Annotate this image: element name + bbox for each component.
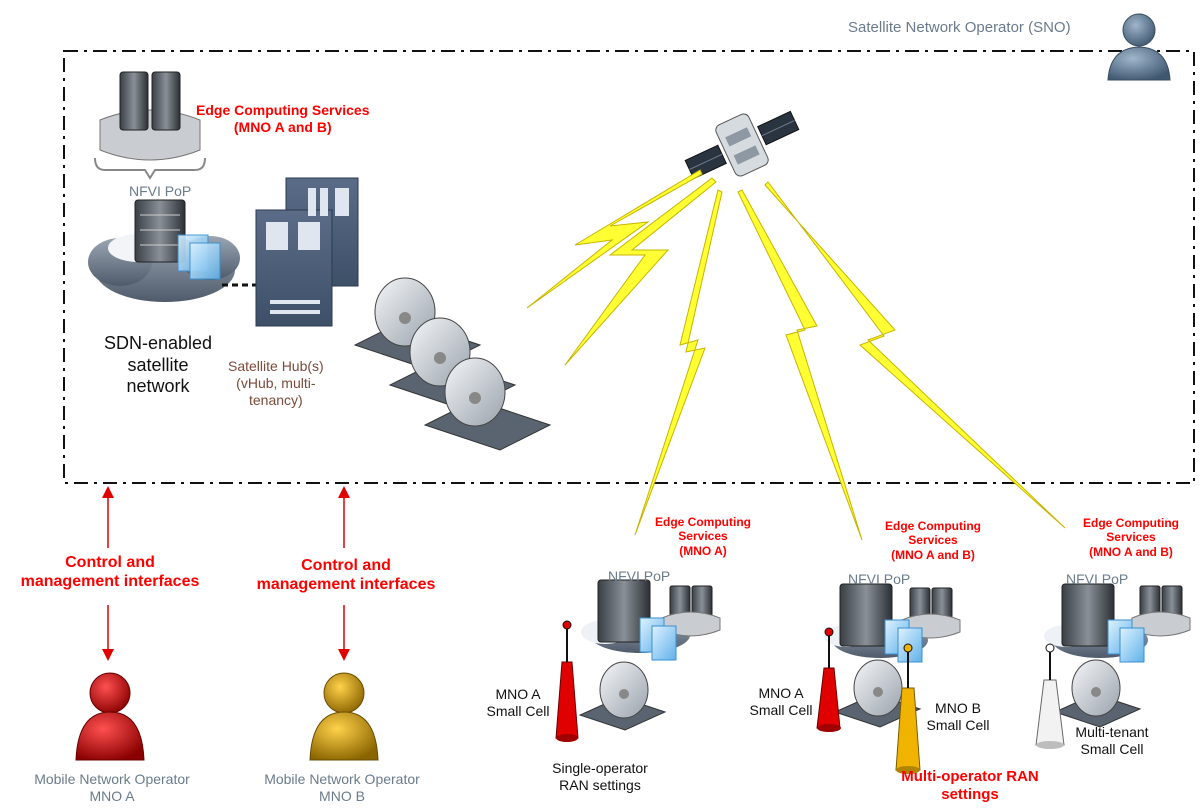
site-3-edge-label: Edge Computing Services (MNO A and B) xyxy=(1068,516,1194,559)
hub-line-1: Satellite Hub(s) xyxy=(228,358,324,374)
site-1-edge-line-3: (MNO A) xyxy=(679,543,727,558)
site-1-caption: Single-operator RAN settings xyxy=(540,760,660,794)
hub-line-3: tenancy) xyxy=(249,391,303,408)
sdn-line-2: satellite xyxy=(127,354,189,375)
site-1-caption-line-1: Single-operator xyxy=(552,760,648,776)
interface-label-a: Control and management interfaces xyxy=(6,553,214,591)
site-2-caption: Multi-operator RAN settings xyxy=(897,768,1043,804)
site-2-cell-a-label: MNO A Small Cell xyxy=(746,685,816,719)
operator-a-line-1: Mobile Network Operator xyxy=(34,771,190,787)
edge-server-icon xyxy=(94,71,206,180)
interface-label-b: Control and management interfaces xyxy=(242,556,450,594)
satellite-icon xyxy=(684,110,800,180)
site-2-cell-b-line-2: Small Cell xyxy=(926,716,990,733)
sno-person-icon xyxy=(1107,13,1171,81)
site-2-caption-line-2: settings xyxy=(941,786,999,803)
site-3-equipment xyxy=(1035,583,1191,749)
site-1-nfvi-label: NFVI PoP xyxy=(608,568,671,584)
site-3-nfvi-label: NFVI PoP xyxy=(1066,571,1129,587)
site-1-cell-label: MNO A Small Cell xyxy=(486,686,550,720)
hub-rack-icon xyxy=(255,177,359,327)
site-2-cell-b-line-1: MNO B xyxy=(935,700,981,716)
interface-a-line-2: management interfaces xyxy=(20,573,200,591)
site-2-nfvi-label: NFVI PoP xyxy=(848,571,911,587)
hub-line-2: (vHub, multi- xyxy=(236,374,316,391)
site-2-cell-b-label: MNO B Small Cell xyxy=(922,700,994,734)
site-2-edge-label: Edge Computing Services (MNO A and B) xyxy=(870,519,996,562)
site-1-cell-line-1: MNO A xyxy=(495,686,541,702)
sdn-line-3: network xyxy=(126,376,190,397)
operator-b-line-2: MNO B xyxy=(319,787,365,804)
site-3-cell-line-1: Multi-tenant xyxy=(1075,724,1149,740)
mno-b-person-icon xyxy=(309,672,379,761)
sdn-network-label: SDN-enabled satellite network xyxy=(104,333,212,398)
site-2-equipment xyxy=(816,583,961,774)
interface-b-line-1: Control and xyxy=(301,557,391,574)
site-3-cell-label: Multi-tenant Small Cell xyxy=(1068,724,1156,758)
sno-boundary xyxy=(63,50,1195,484)
operator-b-label: Mobile Network Operator MNO B xyxy=(244,771,440,805)
site-1-edge-label: Edge Computing Services (MNO A) xyxy=(640,515,766,558)
site-2-edge-line-1: Edge Computing xyxy=(885,519,981,533)
site-3-edge-line-1: Edge Computing xyxy=(1083,516,1179,530)
site-2-cell-a-line-1: MNO A xyxy=(758,685,804,701)
nfvi-server-icon xyxy=(134,199,221,280)
core-edge-line-1: Edge Computing Services xyxy=(196,102,370,118)
site-2-caption-line-1: Multi-operator RAN xyxy=(901,768,1039,785)
site-1-cell-line-2: Small Cell xyxy=(486,702,550,719)
site-1-edge-line-2: Services xyxy=(678,529,728,544)
site-3-cell-line-2: Small Cell xyxy=(1080,740,1144,757)
site-1-equipment xyxy=(555,579,721,742)
sno-label: Satellite Network Operator (SNO) xyxy=(848,19,1071,36)
site-3-edge-line-3: (MNO A and B) xyxy=(1089,544,1173,559)
site-2-edge-line-2: Services xyxy=(908,533,958,548)
operator-b-line-1: Mobile Network Operator xyxy=(264,771,420,787)
core-nfvi-label: NFVI PoP xyxy=(129,183,192,199)
site-3-edge-line-2: Services xyxy=(1106,530,1156,545)
mno-a-person-icon xyxy=(75,672,145,761)
satellite-link xyxy=(526,169,1066,541)
site-1-edge-line-1: Edge Computing xyxy=(655,515,751,529)
hub-dish-icon xyxy=(353,277,552,451)
sdn-line-1: SDN-enabled xyxy=(104,333,213,353)
operator-a-line-2: MNO A xyxy=(89,787,135,804)
core-edge-line-2: (MNO A and B) xyxy=(233,118,332,135)
interface-a-line-1: Control and xyxy=(65,554,155,571)
core-edge-services-label: Edge Computing Services (MNO A and B) xyxy=(196,102,369,136)
satellite-hub-label: Satellite Hub(s) (vHub, multi- tenancy) xyxy=(228,358,324,408)
interface-b-line-2: management interfaces xyxy=(256,576,436,594)
site-1-caption-line-2: RAN settings xyxy=(559,776,641,793)
site-2-edge-line-3: (MNO A and B) xyxy=(891,547,975,562)
site-2-cell-a-line-2: Small Cell xyxy=(749,701,813,718)
operator-a-label: Mobile Network Operator MNO A xyxy=(14,771,210,805)
